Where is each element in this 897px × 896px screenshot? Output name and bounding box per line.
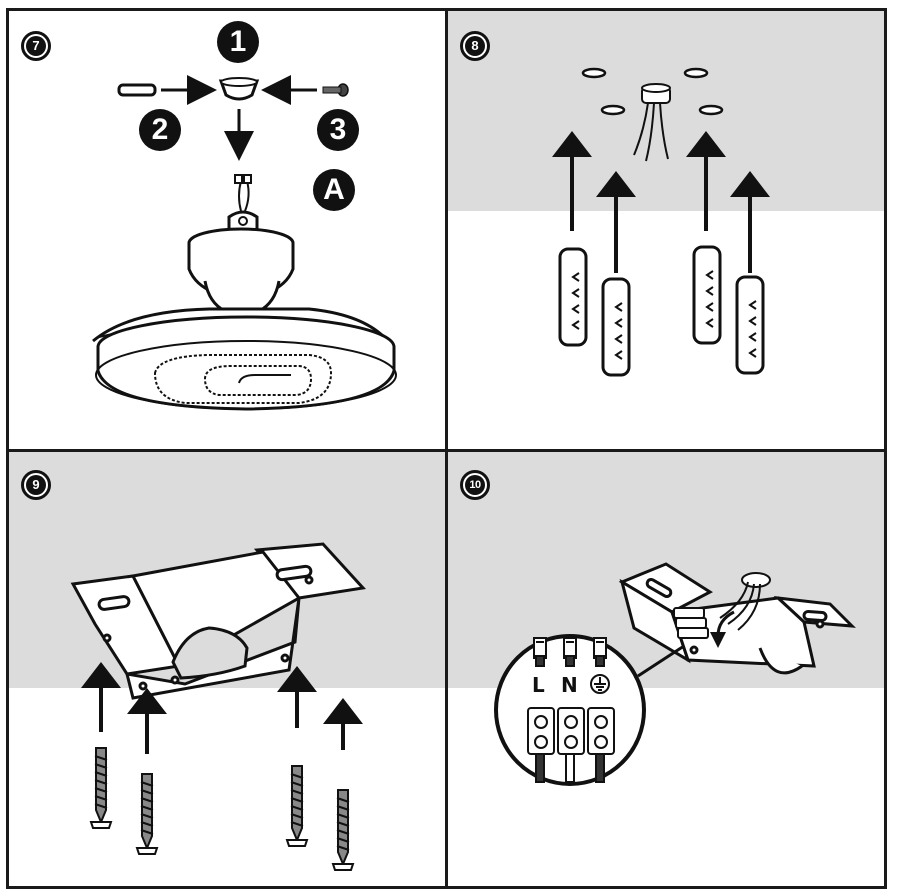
- terminal-label-live: L: [532, 673, 545, 697]
- terminal-detail-magnifier: [494, 634, 646, 786]
- ceiling-holes: [581, 67, 724, 116]
- terminal-label-neutral: N: [561, 673, 578, 697]
- terminal-block-small: [673, 607, 709, 639]
- ceiling-wire-entry: [719, 572, 771, 631]
- magnifier-leader: [637, 644, 685, 678]
- upward-arrows: [552, 131, 770, 273]
- upward-arrows: [81, 662, 363, 754]
- mounting-bracket: [70, 542, 366, 700]
- part-label-1: 1: [217, 21, 259, 63]
- ceiling-wires: [633, 83, 671, 162]
- part-label-2: 2: [139, 109, 181, 151]
- step-number-badge: 9: [21, 470, 51, 500]
- step-number: 9: [26, 475, 46, 495]
- step-number: 7: [26, 36, 46, 56]
- wall-plugs: [558, 245, 765, 377]
- step-number: 8: [465, 36, 485, 56]
- step-8-illustration: [448, 11, 884, 377]
- part-label-3: 3: [317, 109, 359, 151]
- ceiling-surface: [448, 11, 884, 211]
- step-7-panel: 7 1 2 3 A: [6, 8, 448, 452]
- step-number: 10: [465, 475, 485, 495]
- part-2-bar: [117, 83, 157, 97]
- part-label-a: A: [313, 169, 355, 211]
- step-9-illustration: [9, 452, 445, 871]
- step-number-badge: 10: [460, 470, 490, 500]
- step-10-panel: L N 10: [445, 449, 887, 889]
- step-number-badge: 7: [21, 31, 51, 61]
- step-9-panel: 9: [6, 449, 448, 889]
- mounted-bracket: [618, 562, 856, 675]
- step-7-illustration: [92, 75, 397, 411]
- step-10-illustration: [448, 452, 884, 786]
- earth-ground-icon: [590, 674, 610, 694]
- part-3-screw: [322, 83, 349, 97]
- screws: [89, 747, 355, 871]
- fan-wires: [234, 174, 252, 212]
- ceiling-fan-body: [92, 227, 397, 411]
- step-number-badge: 8: [460, 31, 490, 61]
- step-8-panel: 8: [445, 8, 887, 452]
